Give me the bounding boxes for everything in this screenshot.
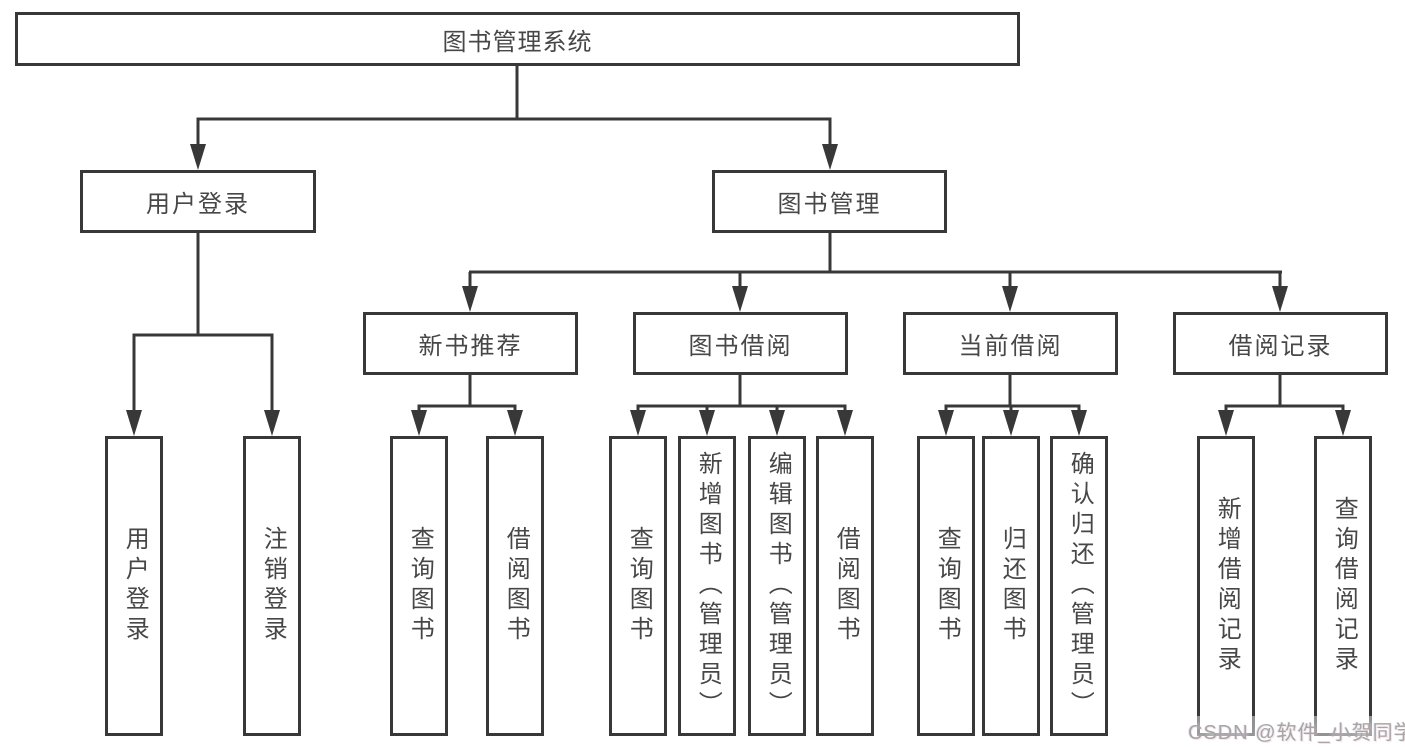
leaf-return-book: 归还图书 (982, 436, 1040, 736)
leaf-add-borrow-record: 新增借阅记录 (1197, 436, 1255, 736)
leaf-user-login: 用户登录 (105, 436, 163, 736)
leaf-add-book-admin: 新增图书（管理员） (678, 436, 736, 736)
node-borrowing-records: 借阅记录 (1173, 312, 1388, 375)
leaf-query-borrow-record: 查询借阅记录 (1314, 436, 1372, 736)
leaf-confirm-return-admin: 确认归还（管理员） (1050, 436, 1108, 736)
leaf-edit-book-admin: 编辑图书（管理员） (748, 436, 806, 736)
leaf-query-book-borrow: 查询图书 (609, 436, 667, 736)
node-user-login: 用户登录 (80, 170, 316, 233)
csdn-watermark: CSDN @软件_小贺同学 (1186, 716, 1405, 745)
node-book-borrowing: 图书借阅 (633, 312, 848, 375)
node-root-system: 图书管理系统 (15, 12, 1020, 66)
node-new-book-recommendation: 新书推荐 (363, 312, 578, 375)
leaf-borrow-book-rec: 借阅图书 (486, 436, 544, 736)
leaf-logout: 注销登录 (243, 436, 301, 736)
leaf-query-book-current: 查询图书 (917, 436, 975, 736)
node-book-management: 图书管理 (712, 170, 947, 233)
node-current-borrowing: 当前借阅 (903, 312, 1118, 375)
arrowheads (126, 144, 1351, 436)
leaf-query-book-rec: 查询图书 (390, 436, 448, 736)
leaf-borrow-book: 借阅图书 (816, 436, 874, 736)
